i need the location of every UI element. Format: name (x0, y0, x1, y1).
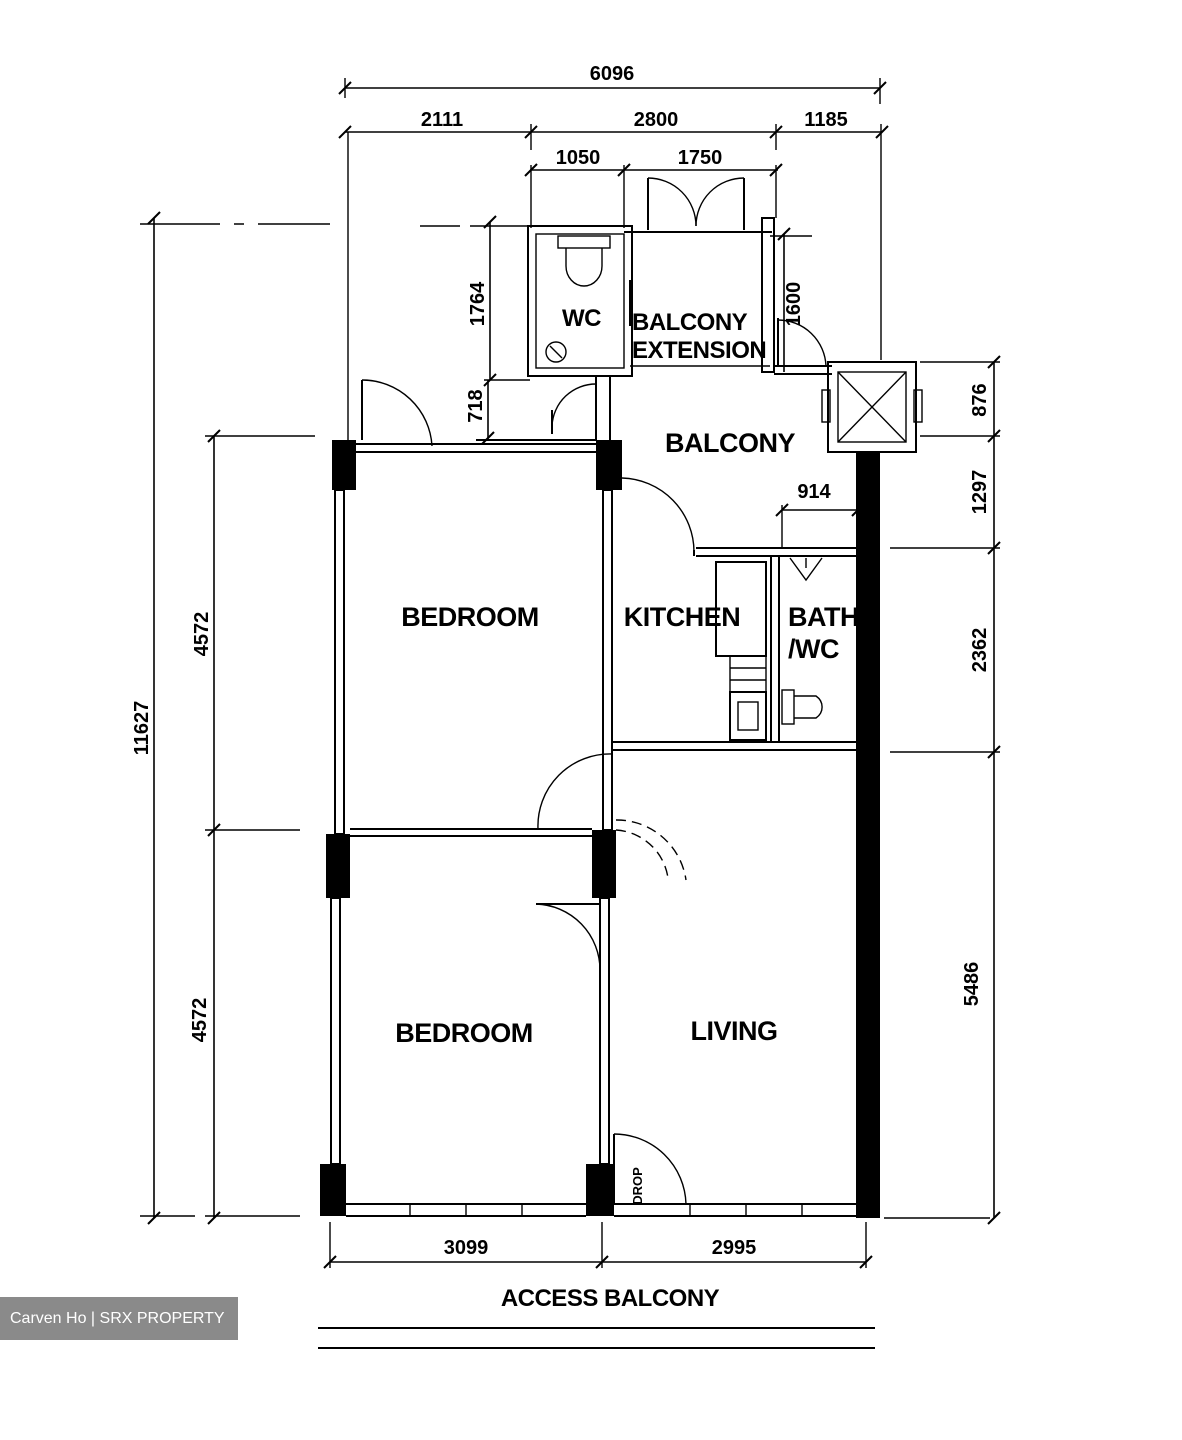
watermark: Carven Ho | SRX PROPERTY (0, 1297, 238, 1340)
label-bedroom-upper: BEDROOM (401, 602, 539, 632)
dimension-labels: 6096 2111 2800 1185 1050 1750 914 3099 2… (131, 63, 991, 1259)
dim-1600: 1600 (783, 282, 805, 327)
dim-1297: 1297 (969, 470, 991, 515)
dim-914: 914 (797, 481, 831, 503)
label-bedroom-lower: BEDROOM (395, 1018, 533, 1048)
dim-11627: 11627 (131, 701, 153, 756)
dim-4572-lower: 4572 (189, 998, 211, 1043)
doors (361, 177, 827, 1205)
fixtures (545, 235, 823, 725)
room-labels: BEDROOM BEDROOM KITCHEN BATH /WC WC BALC… (395, 305, 859, 1312)
label-wc: WC (562, 305, 601, 332)
dimension-lines (140, 78, 1001, 1349)
label-kitchen: KITCHEN (624, 602, 741, 632)
dim-2995: 2995 (712, 1237, 757, 1259)
label-access-balcony: ACCESS BALCONY (501, 1285, 720, 1312)
dim-1764: 1764 (467, 281, 489, 326)
label-living: LIVING (690, 1016, 777, 1046)
dim-1750: 1750 (678, 147, 723, 169)
dim-3099: 3099 (444, 1237, 489, 1259)
dim-2362: 2362 (969, 628, 991, 673)
dim-4572-upper: 4572 (191, 612, 213, 657)
dim-718: 718 (465, 389, 487, 422)
dim-6096: 6096 (590, 63, 635, 85)
label-balcony-ext-line2: EXTENSION (632, 337, 766, 364)
label-drop: DROP (630, 1167, 645, 1205)
dim-2800: 2800 (634, 109, 679, 131)
label-balcony-ext-line1: BALCONY (632, 309, 748, 336)
dim-1185: 1185 (804, 109, 847, 131)
dim-2111: 2111 (421, 109, 463, 131)
walls (320, 217, 923, 1218)
dim-5486: 5486 (961, 962, 983, 1007)
label-bath-line2: /WC (788, 634, 839, 664)
label-balcony: BALCONY (665, 428, 795, 458)
dim-1050: 1050 (556, 147, 601, 169)
label-bath-line1: BATH (788, 602, 859, 632)
dim-876: 876 (969, 383, 991, 416)
